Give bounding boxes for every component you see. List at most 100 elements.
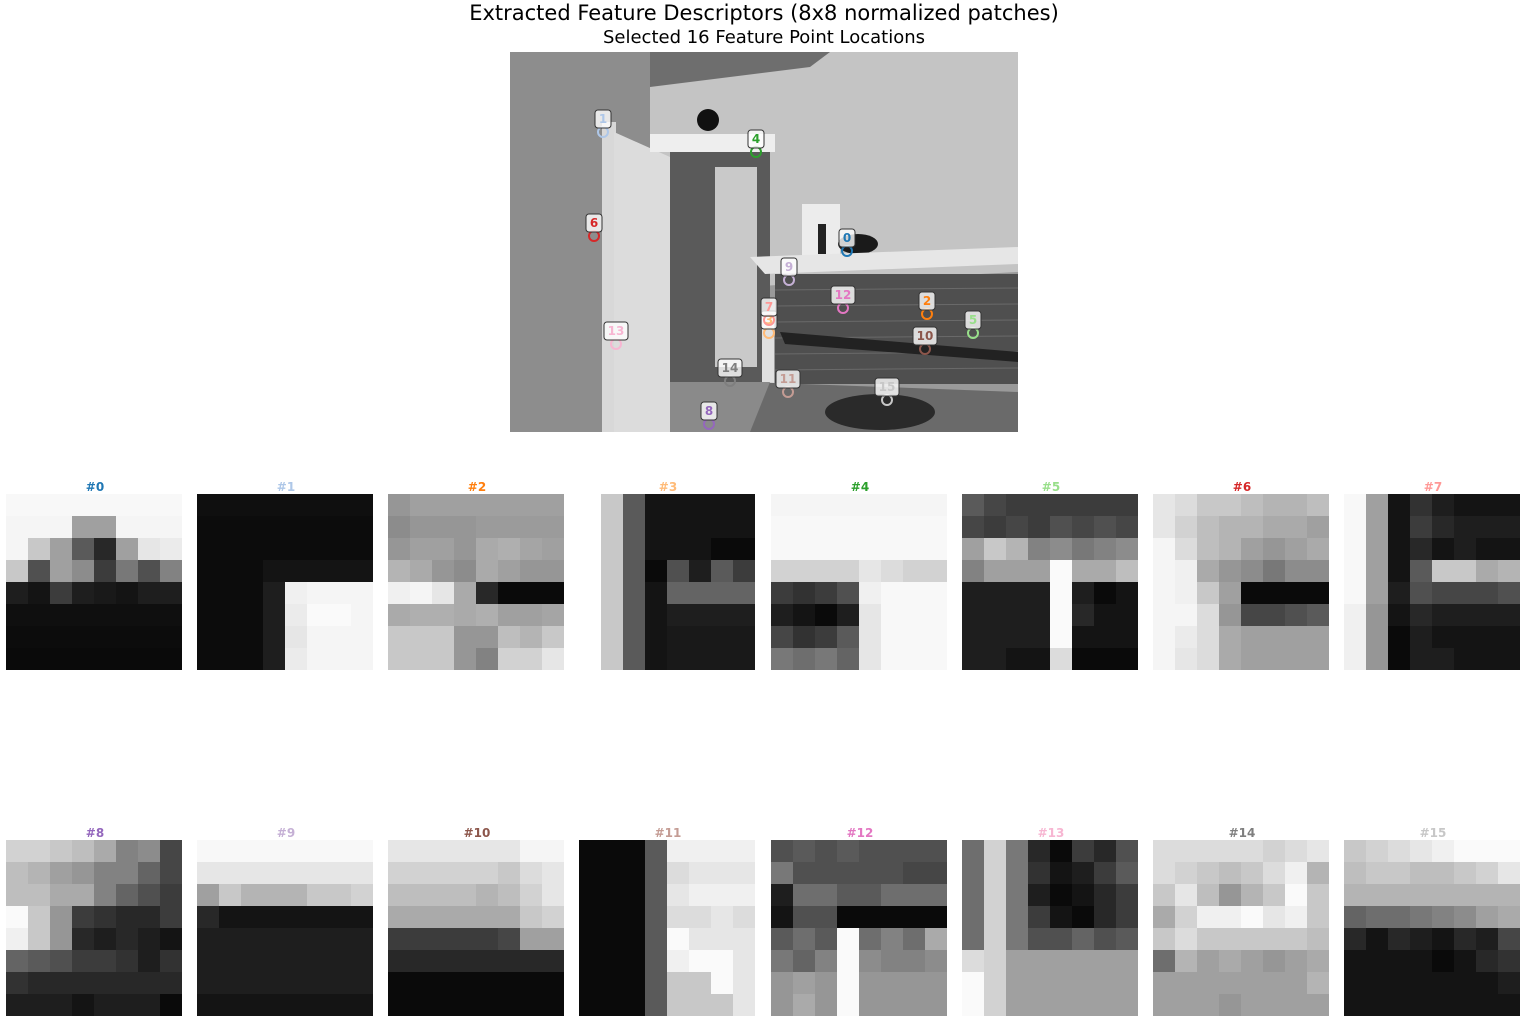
patch-cell [1094, 972, 1116, 994]
patch-cell [903, 648, 925, 670]
patch-cell [6, 950, 28, 972]
patch-cell [1006, 494, 1028, 516]
patch-cell [1432, 862, 1454, 884]
patch-cell [351, 648, 373, 670]
patch-cell [1498, 626, 1520, 648]
patch-cell [1366, 884, 1388, 906]
patch-pixels [388, 494, 564, 670]
keypoint-6: 6 [585, 213, 603, 242]
patch-cell [984, 560, 1006, 582]
patch-cell [1050, 560, 1072, 582]
patch-cell [432, 604, 454, 626]
patch-cell [984, 950, 1006, 972]
patch-cell [476, 994, 498, 1016]
patch-cell [1263, 994, 1285, 1016]
patch-cell [1219, 538, 1241, 560]
patch-cell [1197, 994, 1219, 1016]
patch-cell [1050, 648, 1072, 670]
patch-cell [285, 494, 307, 516]
patch-cell [432, 494, 454, 516]
patch-cell [160, 648, 182, 670]
patch-cell [1344, 840, 1366, 862]
patch-cell [307, 972, 329, 994]
patch-cell [1498, 648, 1520, 670]
patch-cell [219, 604, 241, 626]
patch-cell [1285, 516, 1307, 538]
patch-cell [160, 840, 182, 862]
patch-cell [6, 994, 28, 1016]
patch-cell [733, 560, 755, 582]
patch-cell [1498, 994, 1520, 1016]
patch-title: #8 [85, 826, 105, 840]
patch-cell [1366, 648, 1388, 670]
patch-cell [1454, 884, 1476, 906]
patch-cell [623, 884, 645, 906]
patch-cell [689, 582, 711, 604]
patch-cell [645, 884, 667, 906]
patch-cell [667, 840, 689, 862]
patch-cell [197, 516, 219, 538]
patch-cell [689, 972, 711, 994]
patch-cell [498, 884, 520, 906]
patch-cell [454, 884, 476, 906]
patch-cell [579, 994, 601, 1016]
patch-cell [1116, 906, 1138, 928]
patch-cell [116, 906, 138, 928]
patch-pixels [1153, 840, 1329, 1016]
patch-cell [1219, 582, 1241, 604]
patch-cell [1006, 582, 1028, 604]
keypoint-label: 7 [765, 300, 773, 314]
patch-cell [1476, 928, 1498, 950]
patch-cell [579, 862, 601, 884]
patch-cell [1072, 582, 1094, 604]
patch-title: #13 [1037, 826, 1065, 840]
patch-cell [1153, 560, 1175, 582]
patch-cell [542, 840, 564, 862]
patch-cell [116, 516, 138, 538]
patch-cell [601, 516, 623, 538]
patch-cell [925, 862, 947, 884]
patch-cell [1153, 840, 1175, 862]
patch-cell [1432, 884, 1454, 906]
patch-cell [542, 648, 564, 670]
patch-cell [28, 604, 50, 626]
patch-cell [329, 560, 351, 582]
patch-cell [1476, 560, 1498, 582]
patch-cell [285, 840, 307, 862]
patch-cell [1344, 560, 1366, 582]
patch-cell [1263, 862, 1285, 884]
patch-cell [388, 972, 410, 994]
patch-cell [1344, 648, 1366, 670]
patch-cell [711, 538, 733, 560]
patch-cell [1388, 516, 1410, 538]
patch-cell [579, 538, 601, 560]
patch-cell [138, 516, 160, 538]
patch-cell [623, 604, 645, 626]
patch-cell [733, 626, 755, 648]
patch-cell [579, 928, 601, 950]
patch-cell [241, 928, 263, 950]
patch-cell [432, 648, 454, 670]
patch-cell [542, 906, 564, 928]
patch-cell [542, 862, 564, 884]
patch-cell [520, 972, 542, 994]
patch-cell [197, 928, 219, 950]
patch-cell [432, 884, 454, 906]
patch-cell [520, 862, 542, 884]
patch-cell [28, 884, 50, 906]
patch-cell [241, 626, 263, 648]
keypoint-label: 3 [765, 313, 773, 327]
patch-cell [579, 582, 601, 604]
patch-cell [1285, 626, 1307, 648]
patch-cell [1307, 582, 1329, 604]
patch-cell [1410, 560, 1432, 582]
patch-cell [1072, 648, 1094, 670]
patch-cell [1116, 626, 1138, 648]
patch-cell [1006, 906, 1028, 928]
patch-cell [1072, 538, 1094, 560]
patch-cell [1410, 582, 1432, 604]
patch-cell [1498, 862, 1520, 884]
patch-cell [837, 560, 859, 582]
patch-cell [1344, 884, 1366, 906]
patch-cell [6, 538, 28, 560]
